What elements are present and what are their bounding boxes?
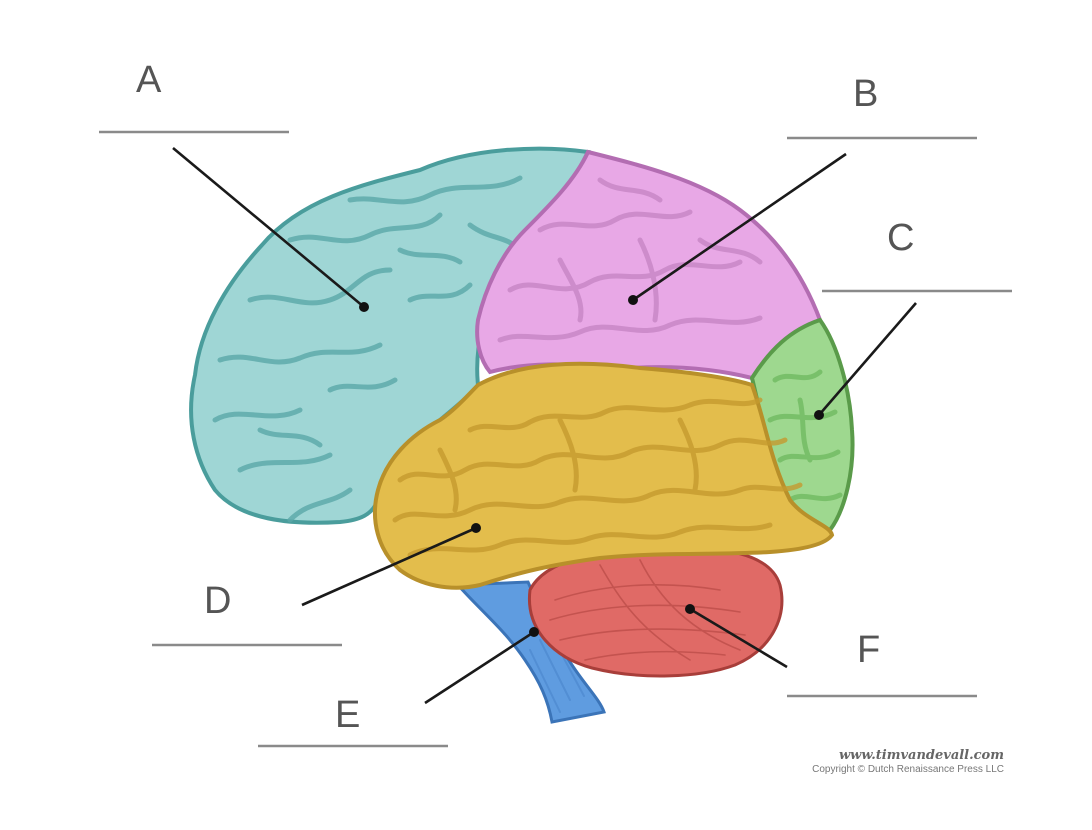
pointer-dot-c — [814, 410, 824, 420]
temporal-lobe-gyri — [392, 397, 803, 558]
parietal-lobe-gyri — [497, 177, 763, 343]
label-b: B — [853, 73, 878, 115]
label-e: E — [335, 694, 360, 736]
pointer-dot-b — [628, 295, 638, 305]
leader-line-c — [818, 302, 917, 416]
pointer-dot-e — [529, 627, 539, 637]
label-f: F — [857, 629, 880, 671]
leader-line-b — [632, 152, 847, 302]
label-a: A — [136, 59, 162, 101]
label-d: D — [204, 580, 231, 622]
frontal-lobe-gyri — [212, 175, 523, 523]
pointer-dot-a — [359, 302, 369, 312]
credit-copyright: Copyright © Dutch Renaissance Press LLC — [812, 764, 1004, 775]
pointer-dot-f — [685, 604, 695, 614]
cerebellum — [527, 546, 784, 678]
label-c: C — [887, 217, 914, 259]
cerebellum-folia — [549, 559, 746, 661]
leader-line-d — [301, 526, 477, 607]
leader-line-f — [689, 607, 788, 669]
leader-line-a — [172, 147, 365, 308]
temporal-lobe — [373, 361, 835, 590]
occipital-lobe-gyri — [767, 369, 843, 503]
credit-url: www.timvandevall.com — [839, 748, 1004, 763]
leader-line-e — [424, 630, 535, 705]
pointer-dot-d — [471, 523, 481, 533]
